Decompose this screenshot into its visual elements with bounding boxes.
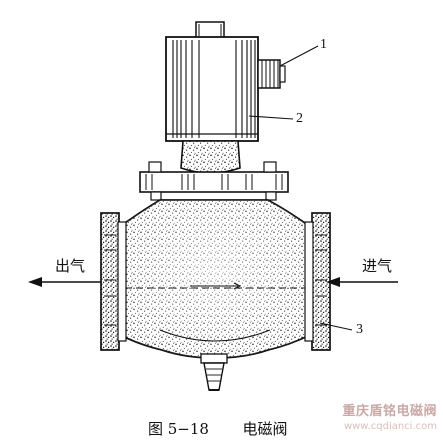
leader-lines [248, 45, 353, 331]
inlet-arrow [326, 277, 398, 287]
valve-body [117, 199, 313, 359]
outlet-arrow [28, 277, 101, 287]
outlet-flange [100, 212, 127, 351]
callout-1: 1 [320, 37, 327, 52]
callout-3: 3 [356, 322, 363, 337]
figure-caption: 图 5−18 电磁阀 [148, 418, 288, 439]
cable-connector [257, 59, 286, 89]
inlet-label: 进气 [362, 257, 393, 275]
watermark-url: www.cqdianci.com [343, 421, 437, 432]
outlet-label: 出气 [55, 257, 86, 275]
figure-number: 图 5−18 [148, 420, 209, 438]
drain-plug [200, 353, 228, 391]
valve-neck [180, 140, 241, 174]
watermark: 重庆盾铭电磁阀 www.cqdianci.com [342, 400, 437, 432]
callout-2: 2 [296, 111, 303, 126]
solenoid-coil [165, 21, 259, 142]
bonnet-flange [139, 161, 289, 201]
figure-title: 电磁阀 [242, 420, 288, 438]
watermark-name: 重庆盾铭电磁阀 [342, 404, 437, 419]
inlet-flange [304, 212, 331, 351]
